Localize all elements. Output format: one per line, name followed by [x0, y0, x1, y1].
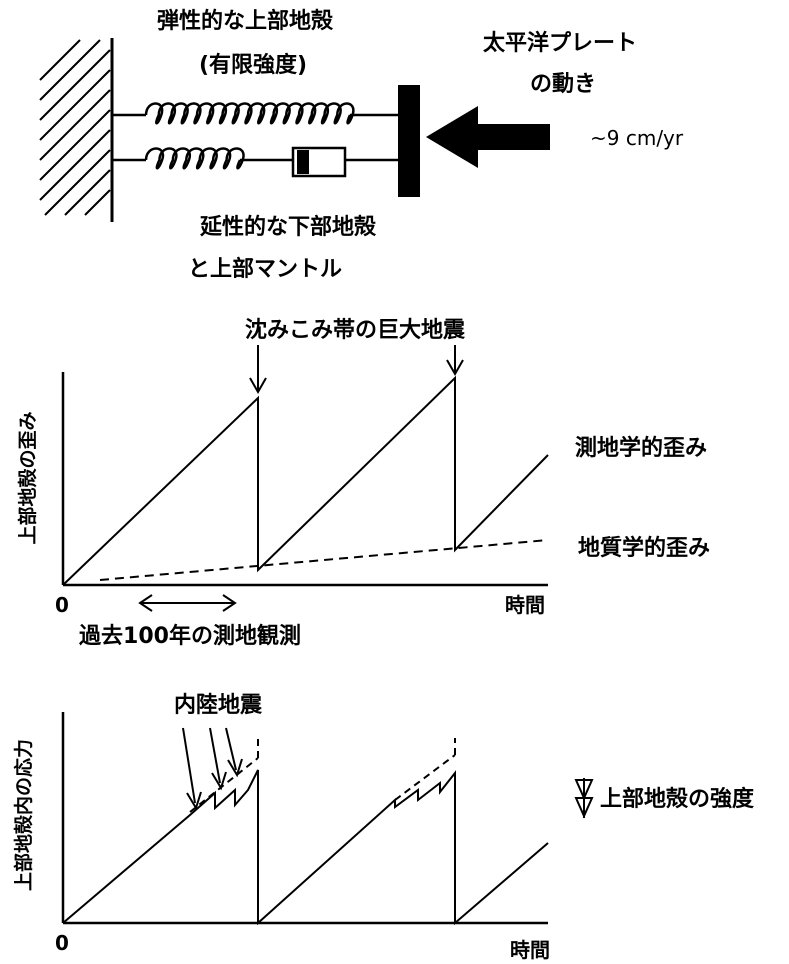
- elastic-spring: [112, 102, 400, 125]
- plate-label-2: の動き: [530, 72, 596, 97]
- lower-crust-label-1: 延性的な下部地殻: [199, 214, 377, 240]
- geologic-strain-label: 地質学的歪み: [578, 535, 710, 561]
- dashpot-piston: [297, 150, 309, 174]
- strain-xlabel: 時間: [505, 593, 545, 617]
- observation-span-arrow: [138, 594, 237, 612]
- plate-bar: [398, 85, 420, 197]
- plate-motion-arrow: [426, 106, 550, 168]
- megathrust-label: 沈みこみ帯の巨大地震: [245, 317, 466, 343]
- stress-xlabel: 時間: [510, 938, 550, 962]
- strength-label: 上部地殻の強度: [600, 786, 755, 812]
- upper-crust-sub: (有限強度): [199, 52, 307, 78]
- stress-panel: 内陸地震 上部地殻の強度 0 時間 上部地殻内の応力: [12, 692, 755, 962]
- plate-label-1: 太平洋プレート: [483, 30, 637, 56]
- rate-label: ~9 cm/yr: [590, 126, 684, 150]
- megathrust-arrows: [249, 345, 464, 395]
- geologic-strain-line: [99, 539, 549, 581]
- strength-double-arrow: [574, 778, 594, 819]
- stress-ylabel: 上部地殻内の応力: [12, 739, 35, 891]
- strain-panel: 沈みこみ帯の巨大地震 測地学的歪み 地質学的歪み 0 時間 過去100年の測地観…: [16, 317, 710, 649]
- inland-quake-arrows: [182, 727, 243, 811]
- stress-axes: [61, 712, 548, 925]
- strain-axes: [61, 372, 548, 587]
- geodetic-strain-label: 測地学的歪み: [575, 435, 707, 461]
- strain-ylabel: 上部地殻の歪み: [16, 411, 39, 544]
- observation-label: 過去100年の測地観測: [79, 623, 301, 649]
- upper-crust-label: 弾性的な上部地殻: [157, 8, 334, 34]
- mechanical-model: 弾性的な上部地殻 (有限強度) 延性的な下部地殻 と上部マントル 太平洋プレート…: [39, 8, 684, 282]
- geodetic-strain-line: [62, 375, 549, 586]
- fixed-wall: [39, 38, 114, 222]
- stress-origin: 0: [55, 931, 69, 955]
- strain-origin: 0: [55, 593, 69, 617]
- viscous-element: [112, 146, 400, 178]
- strength-dashed-line: [189, 738, 456, 813]
- inland-quake-label: 内陸地震: [174, 692, 263, 718]
- stress-line: [62, 769, 549, 926]
- lower-crust-label-2: と上部マントル: [188, 256, 342, 282]
